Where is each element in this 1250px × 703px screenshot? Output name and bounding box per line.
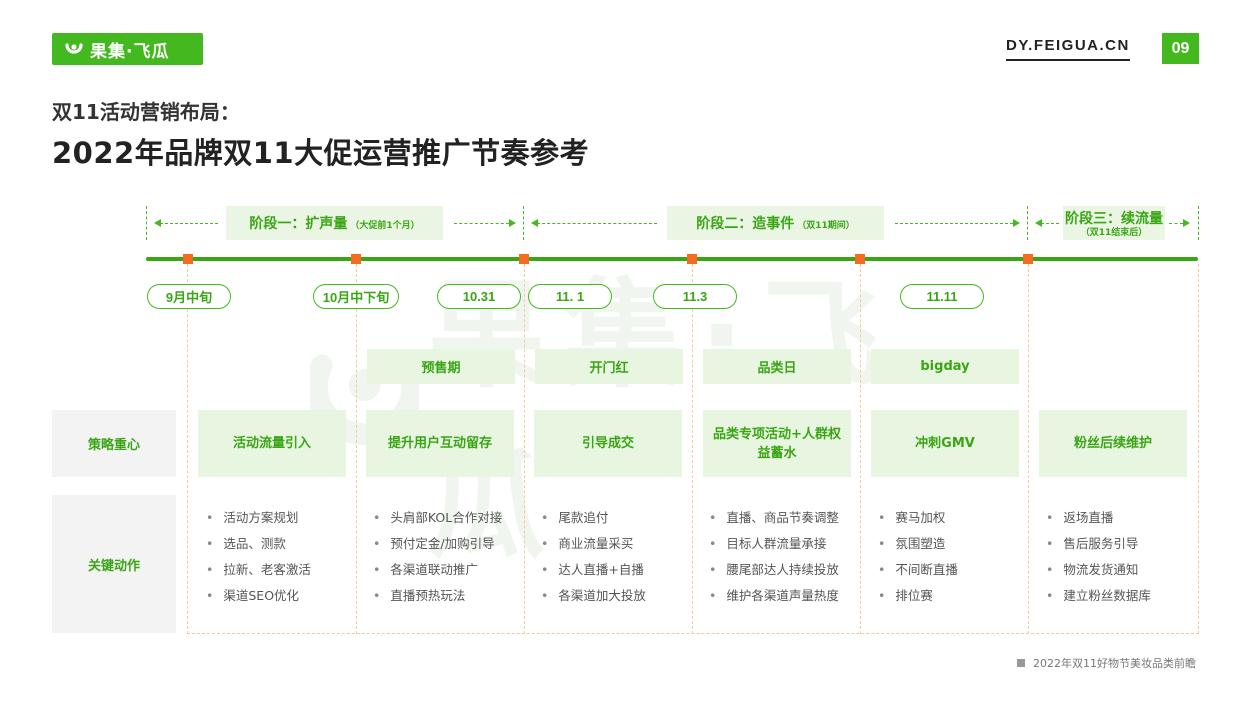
list-item: 拉新、老客激活: [206, 557, 311, 583]
list-item: 头肩部KOL合作对接: [373, 505, 502, 531]
page-subtitle: 双11活动营销布局：: [52, 100, 240, 124]
list-item: 直播预热玩法: [373, 583, 502, 609]
row-label-actions: 关键动作: [52, 495, 176, 633]
row-label-strategy: 策略重心: [52, 410, 176, 477]
grid-divider: [1028, 264, 1029, 634]
list-item: 腰尾部达人持续投放: [709, 557, 839, 583]
period-label: 开门红: [535, 349, 683, 384]
action-list: 赛马加权 氛围塑造 不间断直播 排位赛: [878, 505, 958, 609]
strategy-cell: 引导成交: [534, 410, 682, 477]
date-pill: 10.31: [437, 284, 521, 309]
date-pill: 11. 1: [528, 284, 612, 309]
logo-mark-icon: [65, 43, 83, 54]
action-list: 尾款追付 商业流量采买 达人直播+自播 各渠道加大投放: [541, 505, 646, 609]
list-item: 商业流量采买: [541, 531, 646, 557]
site-url-link[interactable]: DY.FEIGUA.CN: [1006, 37, 1130, 61]
timeline-node: [855, 254, 865, 264]
logo-text: 果集·飞瓜: [90, 41, 170, 62]
strategy-cell: 活动流量引入: [198, 410, 346, 477]
square-bullet-icon: [1017, 659, 1025, 667]
list-item: 售后服务引导: [1046, 531, 1151, 557]
list-item: 直播、商品节奏调整: [709, 505, 839, 531]
list-item: 氛围塑造: [878, 531, 958, 557]
list-item: 目标人群流量承接: [709, 531, 839, 557]
list-item: 尾款追付: [541, 505, 646, 531]
list-item: 物流发货通知: [1046, 557, 1151, 583]
phase-3-bracket: 阶段三：续流量 （双11结束后）: [1029, 206, 1199, 240]
period-label: bigday: [871, 349, 1019, 384]
footer-text: 2022年双11好物节美妆品类前瞻: [1033, 657, 1196, 670]
list-item: 各渠道联动推广: [373, 557, 502, 583]
timeline-node: [519, 254, 529, 264]
list-item: 渠道SEO优化: [206, 583, 311, 609]
list-item: 各渠道加大投放: [541, 583, 646, 609]
list-item: 达人直播+自播: [541, 557, 646, 583]
timeline-node: [687, 254, 697, 264]
date-pill: 11.11: [900, 284, 984, 309]
timeline-node: [351, 254, 361, 264]
period-label: 品类日: [703, 349, 851, 384]
phase-3-label: 阶段三：续流量 （双11结束后）: [1063, 206, 1165, 240]
strategy-cell: 粉丝后续维护: [1039, 410, 1187, 477]
list-item: 建立粉丝数据库: [1046, 583, 1151, 609]
strategy-cell: 品类专项活动+人群权益蓄水: [703, 410, 851, 477]
list-item: 预付定金/加购引导: [373, 531, 502, 557]
action-list: 活动方案规划 选品、测款 拉新、老客激活 渠道SEO优化: [206, 505, 311, 609]
grid-divider: [524, 264, 525, 634]
list-item: 活动方案规划: [206, 505, 311, 531]
strategy-cell: 提升用户互动留存: [366, 410, 514, 477]
page-number: 09: [1162, 33, 1199, 64]
action-list: 返场直播 售后服务引导 物流发货通知 建立粉丝数据库: [1046, 505, 1151, 609]
period-label: 预售期: [367, 349, 515, 384]
phase-1-bracket: 阶段一：扩声量（大促前1个月）: [146, 206, 524, 240]
phase-2-bracket: 阶段二：造事件（双11期间）: [525, 206, 1028, 240]
grid-divider: [692, 264, 693, 634]
action-list: 直播、商品节奏调整 目标人群流量承接 腰尾部达人持续投放 维护各渠道声量热度: [709, 505, 839, 609]
action-list: 头肩部KOL合作对接 预付定金/加购引导 各渠道联动推广 直播预热玩法: [373, 505, 502, 609]
strategy-cell: 冲刺GMV: [871, 410, 1019, 477]
list-item: 维护各渠道声量热度: [709, 583, 839, 609]
page-title: 2022年品牌双11大促运营推广节奏参考: [52, 136, 590, 170]
grid-divider: [356, 264, 357, 634]
date-pill: 9月中旬: [147, 284, 231, 309]
list-item: 返场直播: [1046, 505, 1151, 531]
grid-divider: [860, 264, 861, 634]
date-pill: 10月中下旬: [313, 284, 399, 309]
phase-1-label: 阶段一：扩声量（大促前1个月）: [226, 206, 443, 240]
brand-logo: 果集·飞瓜: [52, 33, 203, 65]
timeline-node: [1023, 254, 1033, 264]
list-item: 不间断直播: [878, 557, 958, 583]
timeline-line: [146, 257, 1198, 261]
date-pill: 11.3: [653, 284, 737, 309]
list-item: 赛马加权: [878, 505, 958, 531]
footer-source: 2022年双11好物节美妆品类前瞻: [1017, 655, 1196, 671]
phase-2-label: 阶段二：造事件（双11期间）: [667, 206, 884, 240]
list-item: 排位赛: [878, 583, 958, 609]
timeline-node: [183, 254, 193, 264]
list-item: 选品、测款: [206, 531, 311, 557]
grid-frame: [187, 264, 1199, 634]
